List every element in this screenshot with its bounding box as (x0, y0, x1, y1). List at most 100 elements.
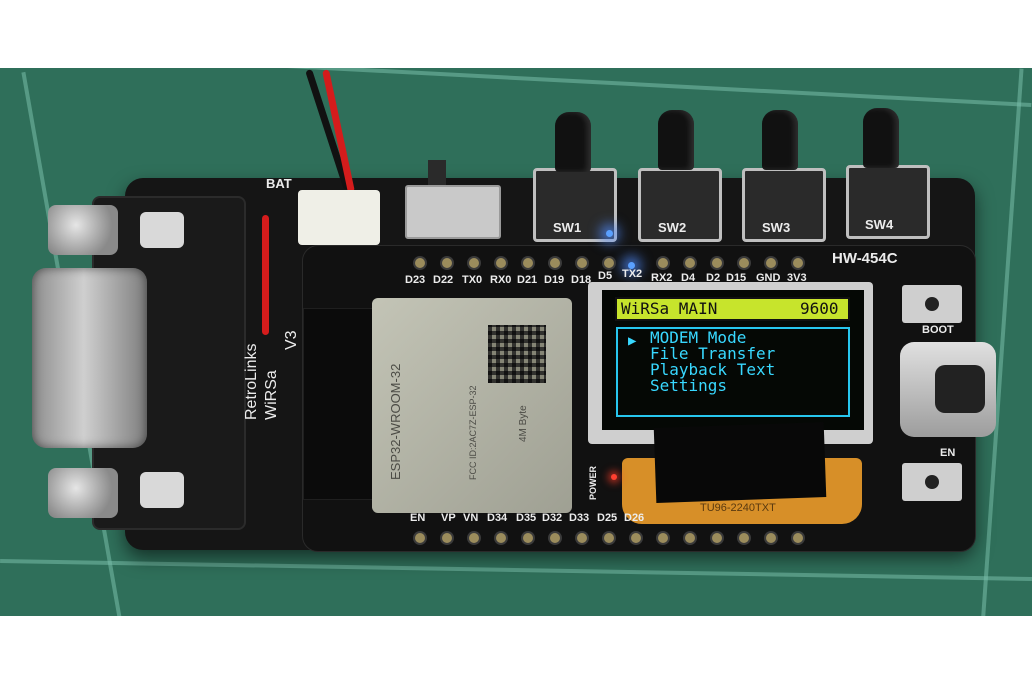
sw3-label: SW3 (762, 220, 791, 235)
pin-label: D15 (726, 272, 747, 284)
pin-label: D18 (571, 274, 592, 286)
sw2-button[interactable] (638, 168, 722, 242)
pin-label: D32 (542, 512, 563, 524)
sw3-cap[interactable] (762, 110, 798, 170)
pin-label: RX2 (651, 272, 673, 284)
pin-label: D22 (433, 274, 454, 286)
db9-screw-bottom (48, 468, 118, 518)
oled-menu-box (616, 327, 850, 417)
pin-label: D26 (624, 512, 645, 524)
power-led (611, 474, 617, 480)
black-tape (653, 422, 827, 503)
header-pin (631, 533, 641, 543)
header-pin (469, 258, 479, 268)
header-pin (442, 258, 452, 268)
header-pin (415, 258, 425, 268)
header-pin (550, 258, 560, 268)
boot-button-dot[interactable] (925, 297, 939, 311)
sw4-button[interactable] (846, 165, 930, 239)
header-pin (658, 533, 668, 543)
pin-label: D33 (569, 512, 590, 524)
en-label: EN (940, 447, 956, 459)
logo-line: V3 (283, 330, 300, 350)
flex-label: TU96-2240TXT (700, 502, 776, 514)
header-pin (604, 258, 614, 268)
pin-label: D35 (516, 512, 537, 524)
sw3-button[interactable] (742, 168, 826, 242)
module-name: ESP32-WROOM-32 (388, 363, 403, 480)
logo-line: WiRSa (263, 370, 280, 420)
pin-label: VP (441, 512, 456, 524)
en-button-dot[interactable] (925, 475, 939, 489)
power-label: POWER (588, 465, 598, 500)
hex-standoff-top (140, 212, 184, 248)
sw2-label: SW2 (658, 220, 687, 235)
pin-label: D25 (597, 512, 618, 524)
oled-header-title: WiRSa MAIN (621, 299, 718, 318)
power-slide-knob[interactable] (428, 160, 446, 190)
pin-label: D34 (487, 512, 508, 524)
pin-label: D19 (544, 274, 565, 286)
hex-standoff-bottom (140, 472, 184, 508)
oled-menu-item: Playback Text (650, 360, 776, 379)
mat-grid-line (0, 558, 1032, 582)
header-pin (550, 533, 560, 543)
status-led (606, 230, 613, 237)
header-pin (712, 533, 722, 543)
pin-label: D5 (598, 270, 613, 282)
oled-menu-item: File Transfer (650, 344, 776, 363)
header-pin (523, 533, 533, 543)
pin-label: D4 (681, 272, 696, 284)
mat-grid-line (0, 68, 1032, 108)
bat-label: BAT (266, 176, 292, 191)
boot-label: BOOT (922, 324, 954, 336)
header-pin (469, 533, 479, 543)
header-pin (712, 258, 722, 268)
board-id-label: HW-454C (832, 250, 898, 267)
module-fcc: FCC ID:2AC7Z-ESP-32 (468, 385, 478, 480)
pcb-antenna (303, 308, 373, 500)
header-pin (496, 533, 506, 543)
header-pin (604, 533, 614, 543)
header-pin (496, 258, 506, 268)
header-pin (577, 258, 587, 268)
sw1-button[interactable] (533, 168, 617, 242)
logo-line: RetroLinks (243, 343, 260, 420)
pin-label: D23 (405, 274, 426, 286)
pin-label: GND (756, 272, 781, 284)
header-pin (685, 533, 695, 543)
battery-jst-connector (298, 190, 380, 245)
sw4-cap[interactable] (863, 108, 899, 168)
sw2-cap[interactable] (658, 110, 694, 170)
oled-menu-item: Settings (650, 376, 728, 395)
db9-connector (32, 268, 147, 448)
db9-screw-top (48, 205, 118, 255)
qr-code (488, 325, 546, 383)
module-flash: 4M Byte (518, 405, 529, 442)
header-pin (577, 533, 587, 543)
sw1-cap[interactable] (555, 112, 591, 172)
status-led (628, 262, 635, 269)
pin-label: TX2 (622, 268, 643, 280)
pin-label: D21 (517, 274, 538, 286)
header-pin (523, 258, 533, 268)
oled-header-bar (615, 297, 850, 321)
pin-label: D2 (706, 272, 721, 284)
pin-label: 3V3 (787, 272, 807, 284)
sw1-label: SW1 (553, 220, 582, 235)
header-pin (766, 258, 776, 268)
header-pin (685, 258, 695, 268)
header-pin (415, 533, 425, 543)
power-slide-switch[interactable] (405, 185, 501, 239)
header-pin (793, 258, 803, 268)
pin-label: VN (463, 512, 479, 524)
oled-header-baud: 9600 (800, 299, 839, 318)
battery-wire-red-loop (262, 215, 269, 335)
header-pin (442, 533, 452, 543)
header-pin (739, 258, 749, 268)
header-pin (658, 258, 668, 268)
pin-label: EN (410, 512, 426, 524)
sw4-label: SW4 (865, 217, 894, 232)
oled-cursor: ▶ (628, 333, 637, 349)
header-pin (793, 533, 803, 543)
